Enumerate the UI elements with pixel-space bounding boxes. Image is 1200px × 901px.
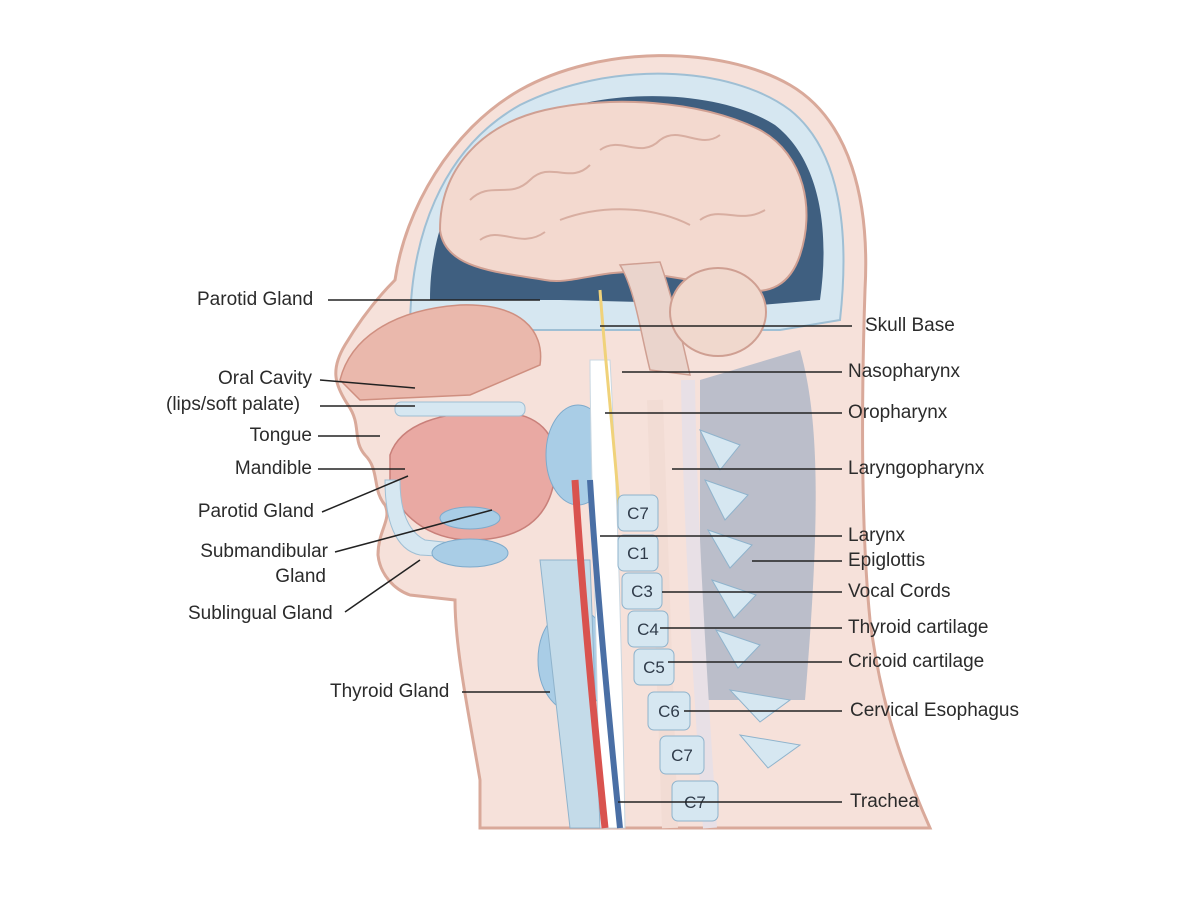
brainstem: [618, 261, 691, 376]
spinal-cord: [681, 379, 717, 829]
nerve: [598, 289, 622, 521]
hard-palate: [394, 401, 526, 417]
label-cervical-esophagus: Cervical Esophagus: [850, 700, 1019, 721]
vertebra-label: C5: [643, 658, 665, 677]
vertebra-label: C1: [627, 544, 649, 563]
cerebellum: [669, 267, 767, 357]
vein: [587, 479, 623, 829]
label-oropharynx: Oropharynx: [848, 402, 948, 423]
label-skull-base: Skull Base: [865, 315, 955, 336]
artery: [571, 479, 609, 829]
label-larynx: Larynx: [848, 525, 906, 546]
vertebra-label: C6: [658, 702, 680, 721]
vertebra-label: C7: [627, 504, 649, 523]
label-epiglottis: Epiglottis: [848, 550, 926, 571]
brain-gyri: [469, 134, 766, 241]
label-submandibular-gland: Gland: [275, 566, 326, 587]
label-thyroid-gland: Thyroid Gland: [330, 681, 450, 702]
label-parotid-gland-low: Parotid Gland: [197, 501, 314, 522]
spinous-processes: [698, 429, 802, 769]
label-trachea: Trachea: [850, 791, 919, 812]
leader-lines: [318, 299, 852, 803]
label-laryngopharynx: Laryngopharynx: [848, 458, 985, 479]
vertebra-label: C7: [671, 746, 693, 765]
label-parotid-gland-top: Parotid Gland: [197, 289, 314, 310]
sublingual-gland-shape: [431, 538, 509, 568]
label-oral-cavity-detail: (lips/soft palate): [166, 394, 301, 415]
label-sublingual-gland: Sublingual Gland: [188, 603, 333, 624]
vertebra-label: C4: [637, 620, 659, 639]
brain: [438, 100, 808, 293]
label-tongue: Tongue: [249, 425, 312, 446]
label-mandible: Mandible: [234, 458, 312, 479]
vertebra-label: C3: [631, 582, 653, 601]
nasal-cavity: [339, 304, 542, 401]
neck-muscles: [700, 350, 816, 700]
label-oral-cavity: Oral Cavity: [218, 368, 312, 389]
label-cricoid-cartilage: Cricoid cartilage: [848, 651, 985, 672]
label-vocal-cords: Vocal Cords: [848, 581, 951, 602]
label-nasopharynx: Nasopharynx: [848, 361, 960, 382]
label-thyroid-cartilage: Thyroid cartilage: [848, 617, 989, 638]
vertebral-column: [617, 494, 719, 822]
label-submandibular: Submandibular: [200, 541, 328, 562]
